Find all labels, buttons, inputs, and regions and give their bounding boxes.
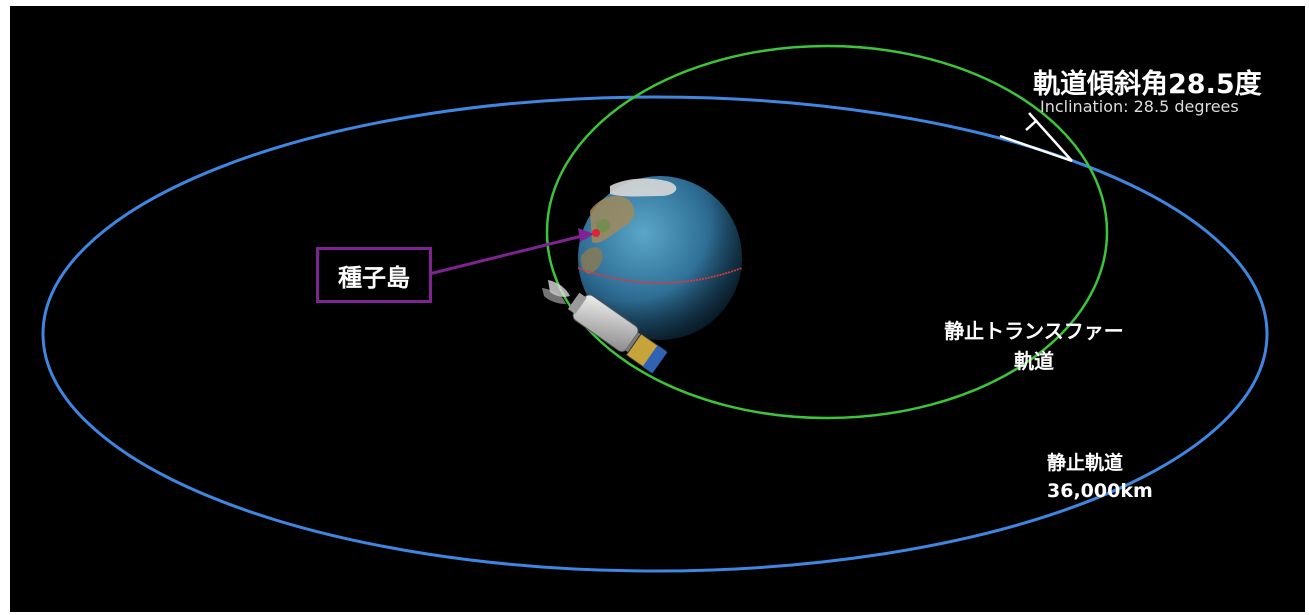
launch-site-pointer [428,228,600,276]
satellite-icon [542,280,668,374]
transfer-orbit-label: 静止トランスファー 軌道 [934,316,1134,376]
inclination-angle-marker [999,112,1073,163]
earth-globe-icon [577,176,743,340]
inclination-label-jp: 軌道傾斜角28.5度 [1033,69,1262,100]
geostationary-orbit [41,95,1269,573]
orbit-diagram: 軌道傾斜角28.5度 Inclination: 28.5 degrees 静止ト… [10,6,1305,612]
equator-line [577,267,743,284]
transfer-orbit-label-line2: 軌道 [1014,349,1054,373]
launch-site-label: 種子島 [338,263,410,292]
geostationary-orbit-label: 静止軌道 36,000km [1047,449,1153,505]
launch-site-label-box: 種子島 [316,247,432,303]
transfer-orbit-label-line1: 静止トランスファー [944,319,1124,343]
inclination-label-en: Inclination: 28.5 degrees [1040,97,1239,116]
geostationary-orbit-label-line1: 静止軌道 [1047,452,1124,474]
geostationary-orbit-label-line2: 36,000km [1047,480,1153,502]
orbit-graphic [41,44,1269,573]
transfer-orbit [545,44,1109,420]
